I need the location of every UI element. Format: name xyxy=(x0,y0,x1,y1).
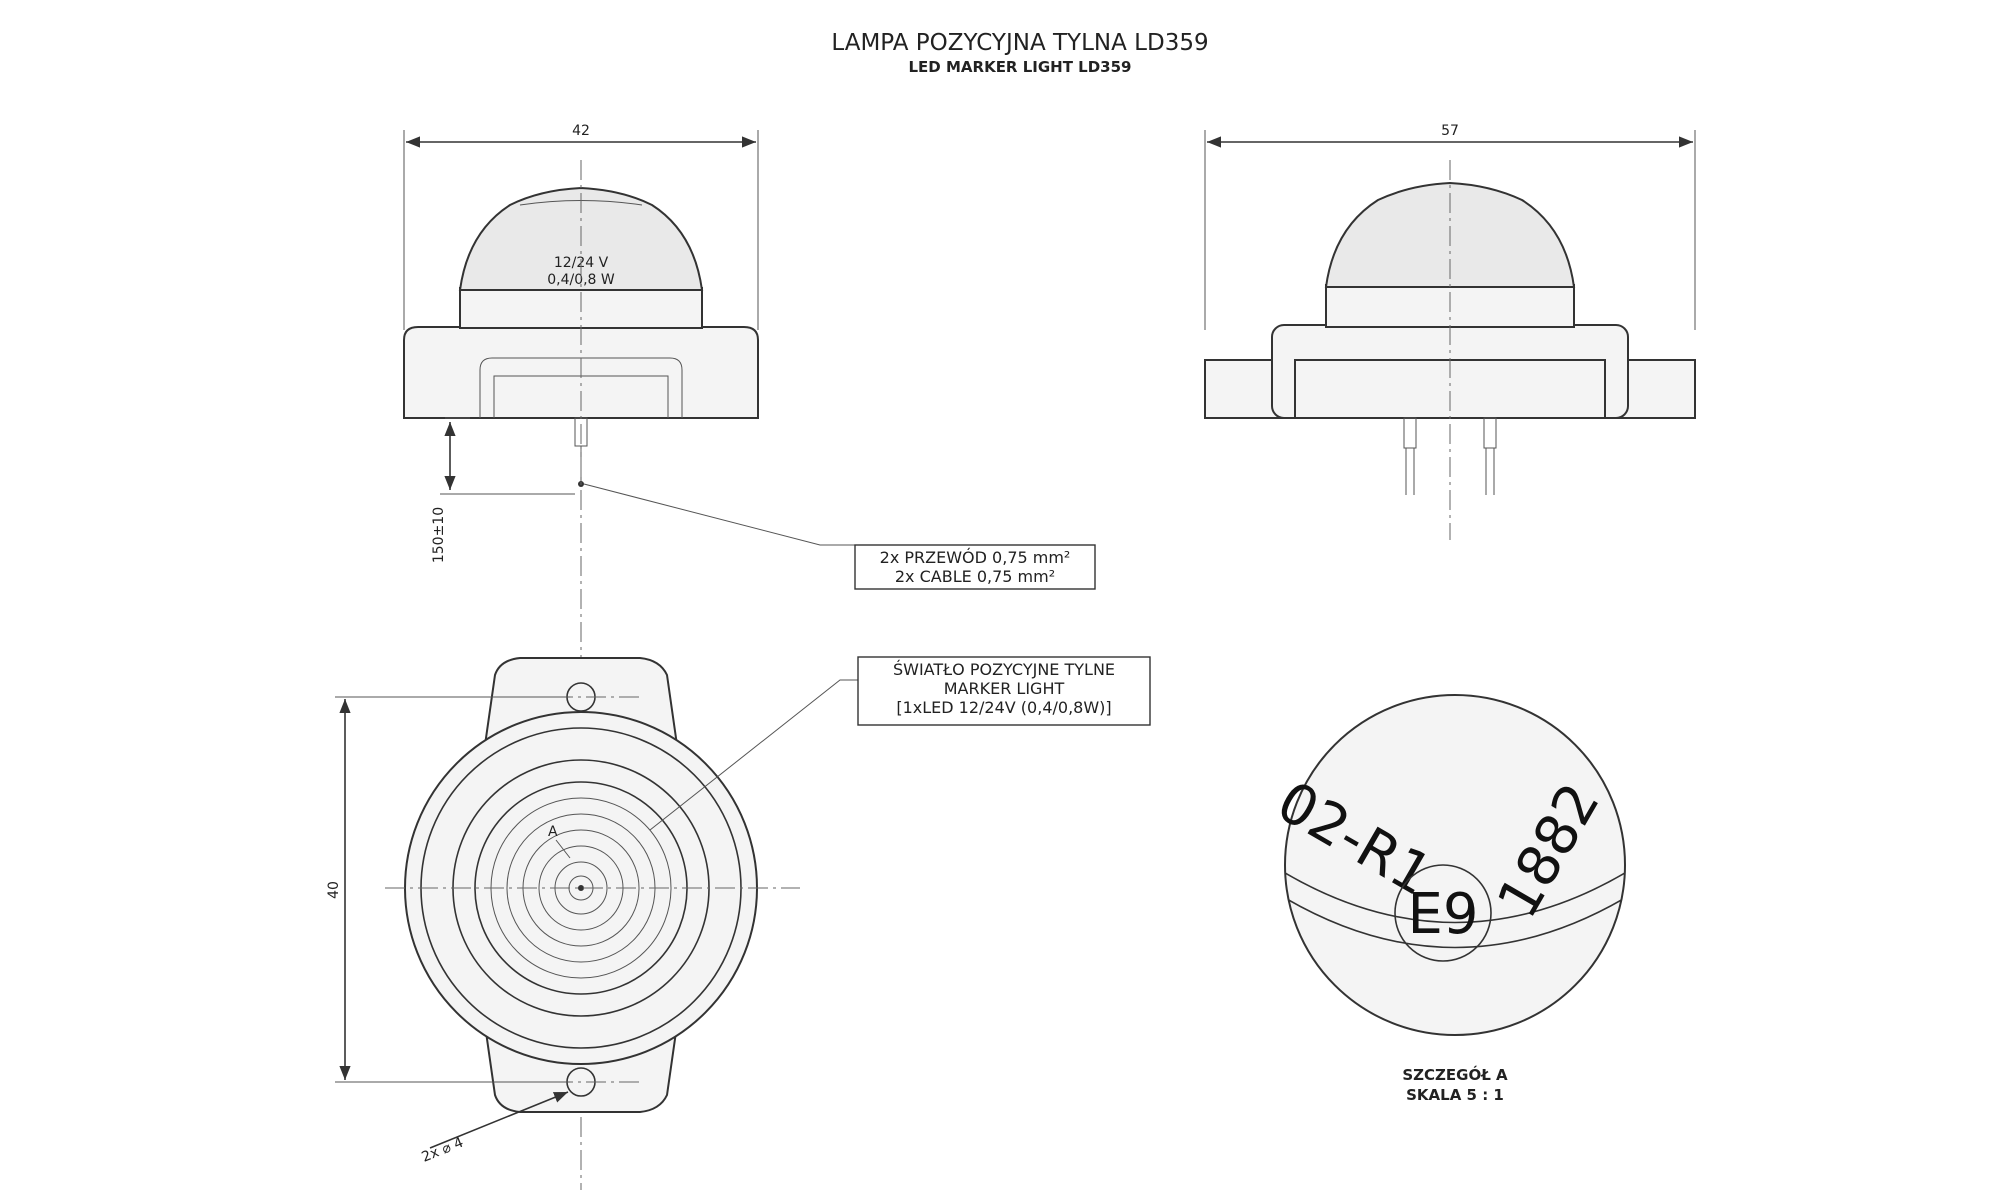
cable-callout: 2x PRZEWÓD 0,75 mm² 2x CABLE 0,75 mm² xyxy=(583,483,1096,590)
detail-scale: SKALA 5 : 1 xyxy=(1406,1086,1504,1104)
light-callout-line1: ŚWIATŁO POZYCYJNE TYLNE xyxy=(893,660,1115,679)
hole-dimension: 2x ⌀ 4 xyxy=(420,1135,466,1166)
light-callout: ŚWIATŁO POZYCYJNE TYLNE MARKER LIGHT [1x… xyxy=(649,656,1151,831)
light-callout-line2: MARKER LIGHT xyxy=(944,679,1065,698)
detail-e-mark-circle xyxy=(1394,864,1492,962)
front-view: 42 12/24 V 0,4/0,8 W 150±10 xyxy=(403,123,759,1190)
top-height-dimension: 40 xyxy=(326,881,342,899)
detail-circle xyxy=(1284,694,1626,1036)
drawing-subtitle: LED MARKER LIGHT LD359 xyxy=(909,58,1132,76)
led-center-dot xyxy=(578,885,584,891)
front-power-label: 0,4/0,8 W xyxy=(547,272,615,288)
detail-a: 02-R1 E9 1882 SZCZEGÓŁ A SKALA 5 : 1 xyxy=(1266,694,1626,1104)
cable-callout-line1: 2x PRZEWÓD 0,75 mm² xyxy=(880,548,1071,567)
cable-callout-line2: 2x CABLE 0,75 mm² xyxy=(895,567,1055,586)
drawing-title: LAMPA POZYCYJNA TYLNA LD359 xyxy=(831,30,1208,56)
front-width-dimension: 42 xyxy=(572,123,590,139)
light-callout-line3: [1xLED 12/24V (0,4/0,8W)] xyxy=(896,698,1111,717)
side-view: 57 xyxy=(1204,123,1696,540)
detail-label: SZCZEGÓŁ A xyxy=(1402,1065,1508,1084)
side-width-dimension: 57 xyxy=(1441,123,1459,139)
detail-mark: E9 xyxy=(1407,882,1478,947)
cable-length-dimension: 150±10 xyxy=(431,507,447,563)
top-view: A 40 2x ⌀ 4 xyxy=(326,657,800,1166)
detail-marker: A xyxy=(548,824,558,840)
